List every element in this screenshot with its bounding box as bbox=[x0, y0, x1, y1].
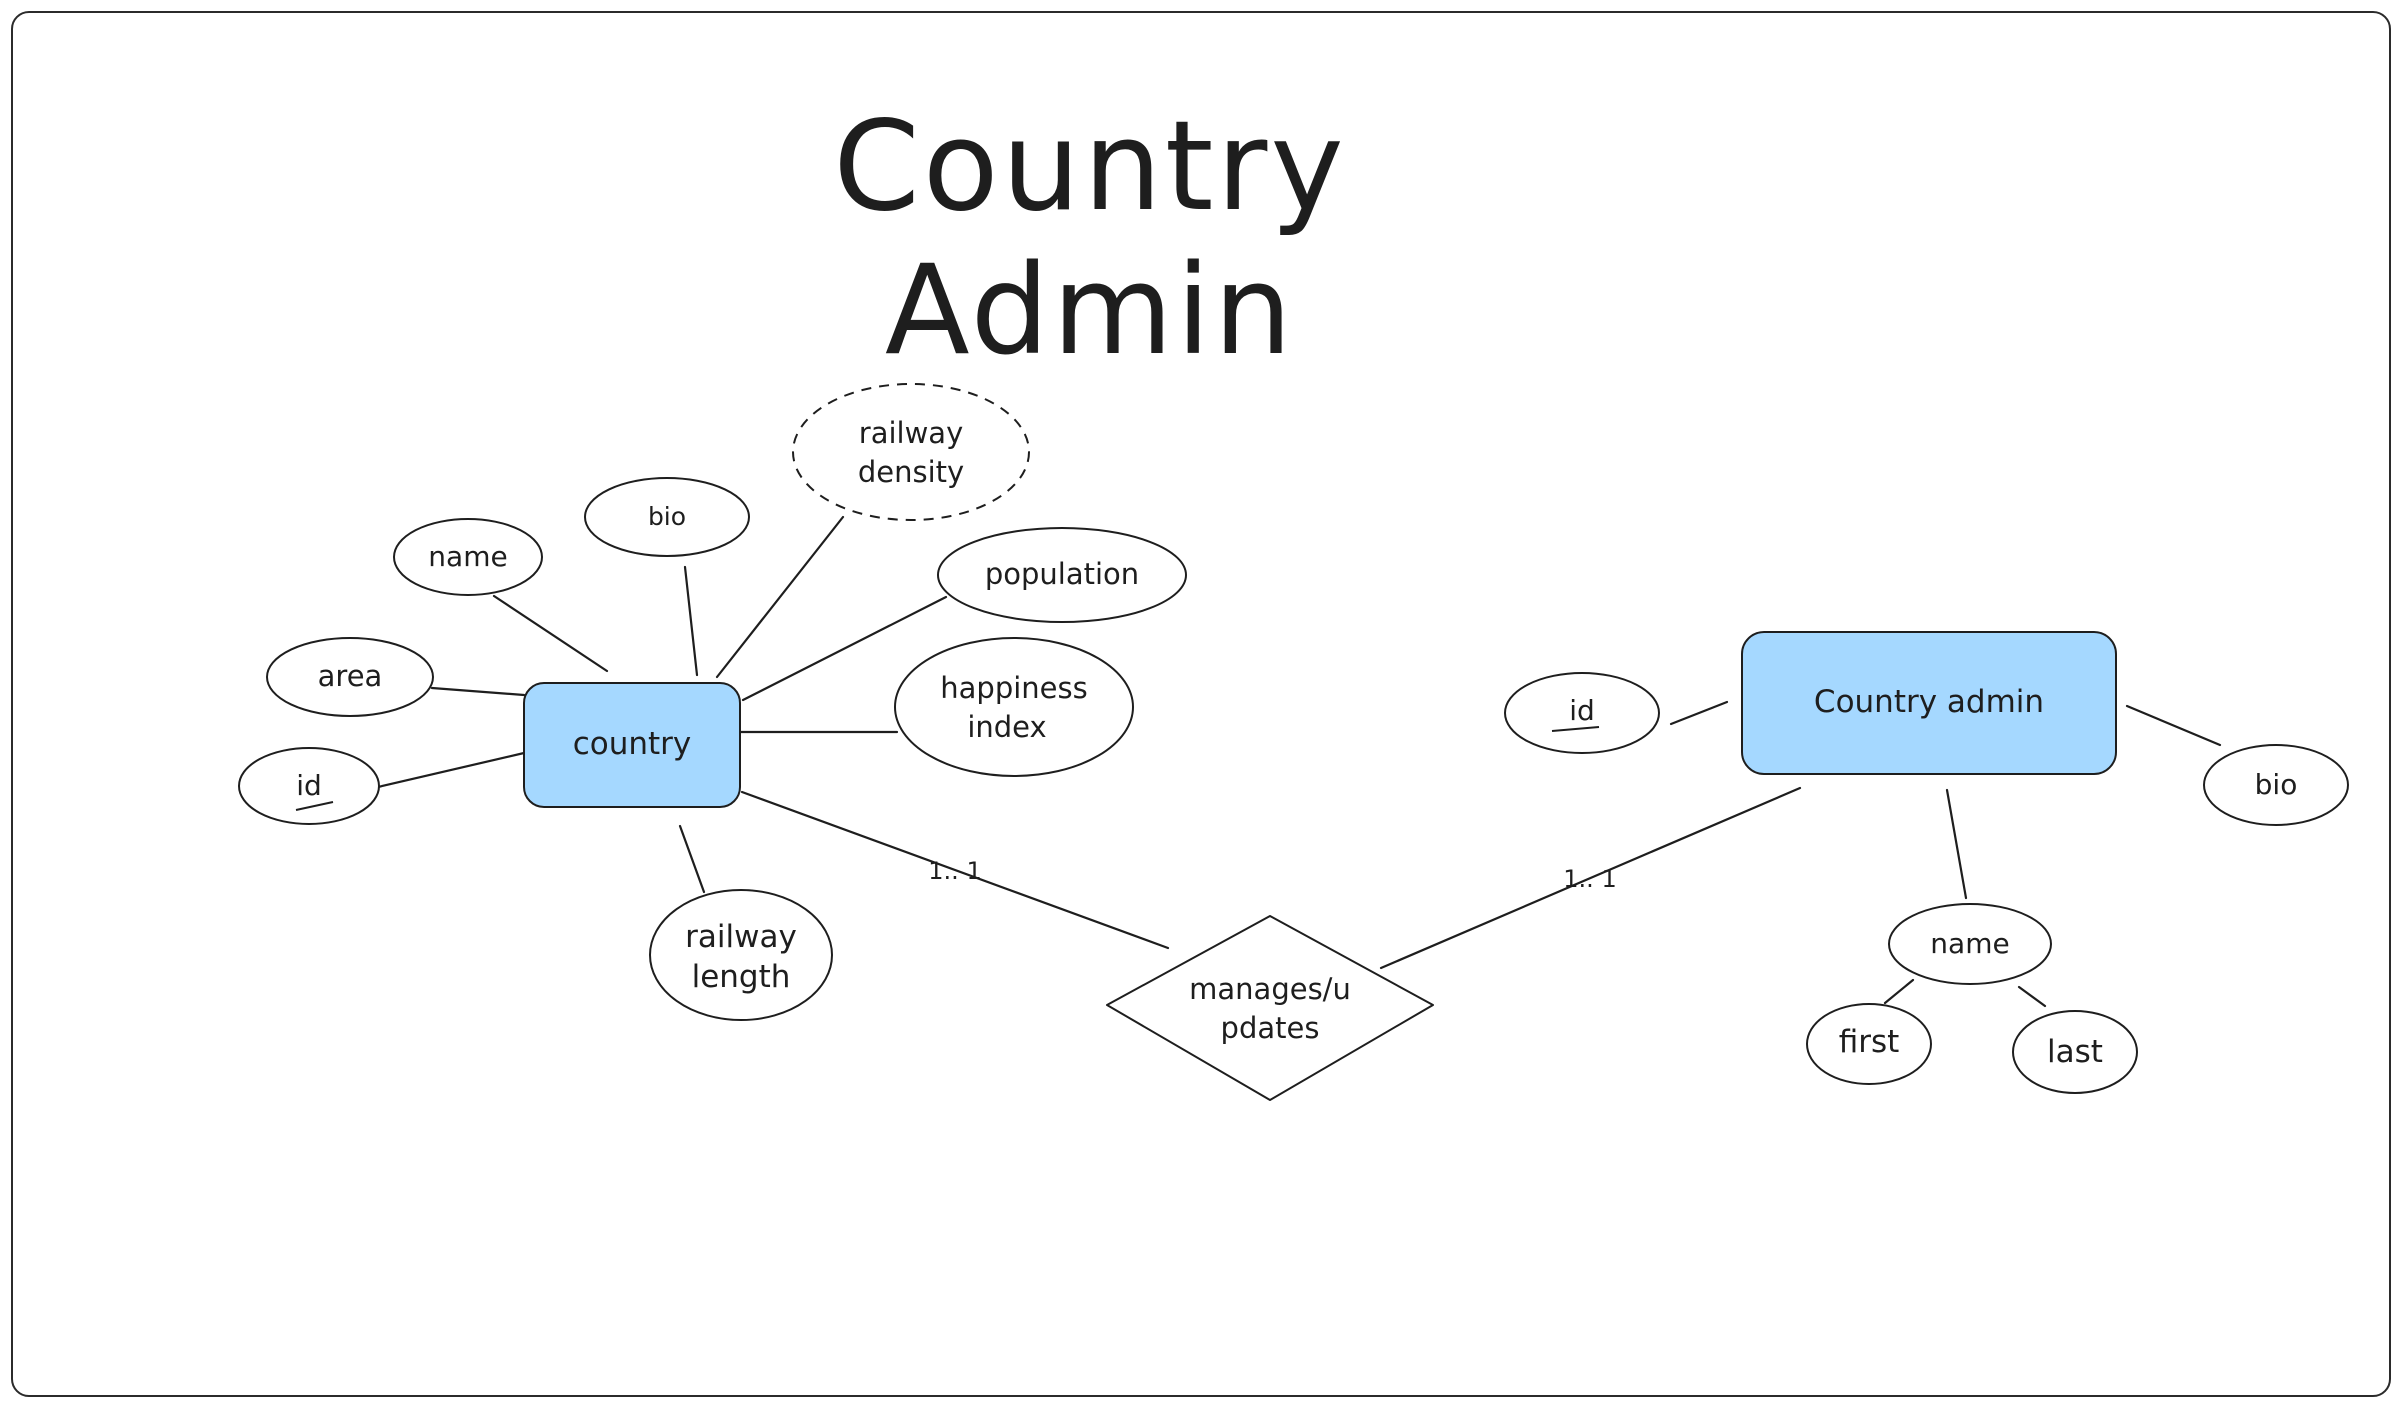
attribute-railway-density bbox=[792, 383, 1030, 521]
connector-country-railway-length bbox=[678, 824, 706, 894]
attribute-railway-length bbox=[649, 889, 833, 1021]
admin-attribute-name bbox=[1888, 903, 2052, 985]
admin-attribute-id-label: id bbox=[1569, 694, 1595, 727]
attribute-railway-density-label-1: railway bbox=[859, 416, 963, 450]
attribute-railway-length-label-2: length bbox=[692, 959, 791, 995]
connector-country-area bbox=[430, 686, 526, 697]
entity-country-admin-label: Country admin bbox=[1814, 684, 2044, 720]
attribute-population bbox=[937, 527, 1187, 623]
connector-name-last bbox=[2017, 985, 2047, 1008]
connector-country-id bbox=[376, 751, 526, 789]
admin-attribute-last-label: last bbox=[2047, 1034, 2103, 1070]
admin-attribute-first bbox=[1806, 1003, 1932, 1085]
entity-country-label: country bbox=[573, 726, 692, 762]
admin-attribute-bio-label: bio bbox=[2255, 768, 2298, 801]
connector-country-bio bbox=[683, 565, 699, 677]
attribute-railway-length-label-1: railway bbox=[685, 919, 797, 955]
relationship-manages-updates bbox=[1106, 915, 1434, 1101]
diagram-title: Country Admin bbox=[833, 95, 1347, 383]
attribute-area bbox=[266, 637, 434, 717]
admin-attribute-id bbox=[1504, 672, 1660, 754]
attribute-bio bbox=[584, 477, 750, 557]
relationship-label-2: pdates bbox=[1221, 1011, 1320, 1045]
attribute-id bbox=[238, 747, 380, 825]
attribute-happiness-index-label-1: happiness bbox=[940, 671, 1087, 705]
connector-country-railway-density bbox=[715, 515, 845, 679]
primary-key-underline bbox=[295, 801, 334, 811]
attribute-name-label: name bbox=[428, 540, 507, 573]
admin-primary-key-underline bbox=[1551, 726, 1600, 732]
attribute-population-label: population bbox=[985, 557, 1139, 591]
admin-attribute-last bbox=[2012, 1010, 2138, 1094]
cardinality-admin-side: 1.. 1 bbox=[1563, 865, 1616, 893]
relationship-label-1: manages/u bbox=[1189, 972, 1351, 1006]
connector-relationship-admin bbox=[1379, 786, 1802, 970]
connector-country-relationship bbox=[740, 790, 1170, 950]
admin-attribute-name-label: name bbox=[1930, 927, 2009, 960]
cardinality-country-side: 1.. 1 bbox=[928, 857, 981, 885]
admin-attribute-bio bbox=[2203, 744, 2349, 826]
attribute-name bbox=[393, 518, 543, 596]
attribute-happiness-index-label-2: index bbox=[967, 710, 1046, 744]
connector-country-name bbox=[492, 594, 609, 673]
attribute-bio-label: bio bbox=[648, 502, 686, 531]
admin-attribute-first-label: first bbox=[1839, 1024, 1900, 1060]
attribute-railway-density-label-2: density bbox=[858, 455, 964, 489]
attribute-happiness-index bbox=[894, 637, 1134, 777]
entity-country bbox=[523, 682, 741, 808]
connector-name-first bbox=[1883, 978, 1915, 1005]
attribute-area-label: area bbox=[318, 659, 383, 693]
connector-admin-name bbox=[1945, 788, 1968, 900]
attribute-id-label: id bbox=[296, 769, 322, 802]
connector-admin-bio bbox=[2125, 704, 2222, 747]
connector-admin-id bbox=[1669, 700, 1729, 726]
entity-country-admin bbox=[1741, 631, 2117, 775]
connector-country-population bbox=[741, 595, 948, 702]
